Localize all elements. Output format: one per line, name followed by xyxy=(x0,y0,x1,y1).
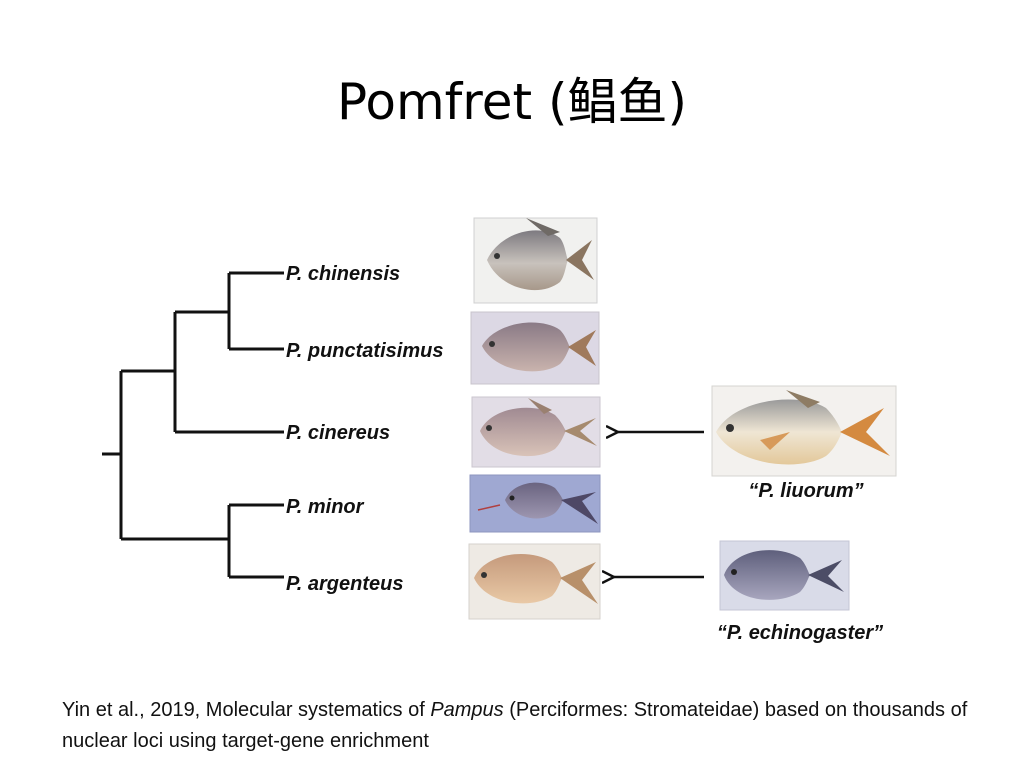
caption-prefix: Yin et al., 2019, Molecular systematics … xyxy=(62,699,431,721)
fish-photo-cinereus xyxy=(471,396,601,468)
species-label: P. argenteus xyxy=(286,573,403,595)
fish-photo-minor xyxy=(469,474,601,533)
species-label: P. punctatisimus xyxy=(286,340,443,362)
fish-photo-echinogaster xyxy=(719,540,850,611)
fish-photo-punctatisimus xyxy=(470,311,600,385)
species-label: P. cinereus xyxy=(286,422,390,444)
phylogenetic-tree xyxy=(102,271,284,579)
caption-genus: Pampus xyxy=(430,699,504,721)
fish-photo-chinensis xyxy=(473,217,598,304)
synonym-label: “P. liuorum” xyxy=(748,480,863,502)
species-label: P. minor xyxy=(286,496,365,518)
fish-photo-liuorum xyxy=(711,385,897,477)
caption-suffix: (Perciformes: Stromateidae) based on tho… xyxy=(62,699,968,752)
citation-caption: Yin et al., 2019, Molecular systematics … xyxy=(62,695,992,757)
page-title: Pomfret (鲳鱼) xyxy=(337,73,687,131)
species-label: P. chinensis xyxy=(286,263,400,285)
synonym-label: “P. echinogaster” xyxy=(717,622,883,644)
fish-photo-argenteus xyxy=(468,543,601,620)
